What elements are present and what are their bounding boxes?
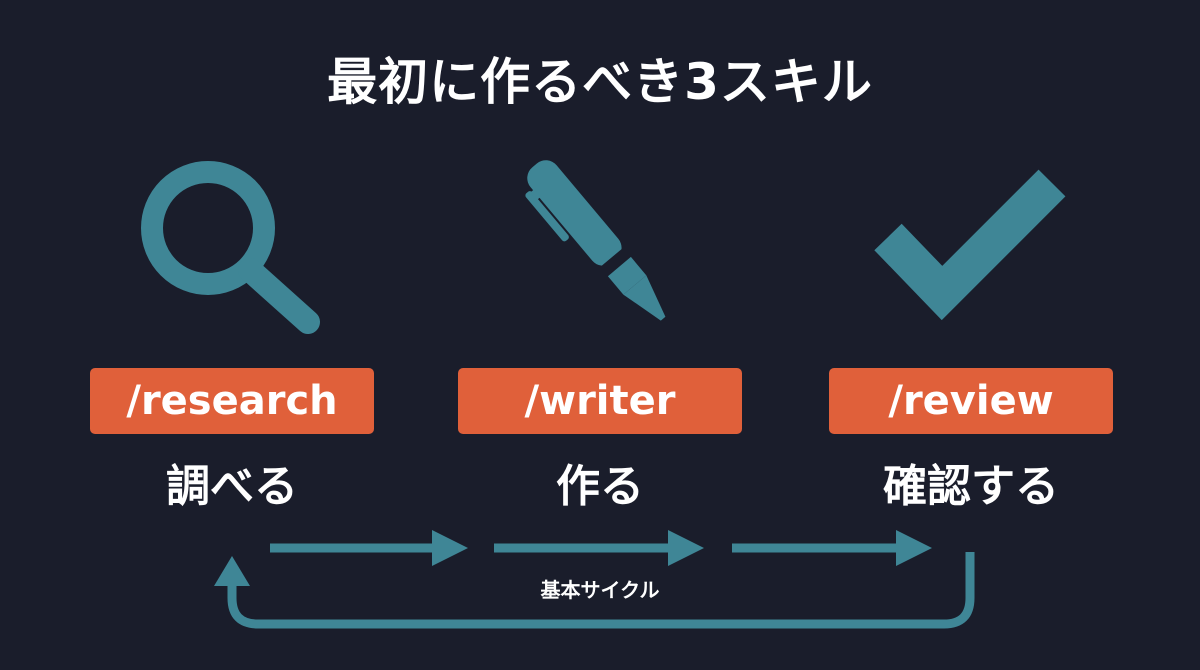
cycle-label: 基本サイクル [540, 578, 660, 602]
writer-description: 作る [556, 461, 644, 512]
flow-arrow-1 [270, 530, 468, 566]
page-title: 最初に作るべき3スキル [327, 53, 873, 111]
pen-icon [525, 160, 666, 321]
checkmark-icon [874, 169, 1066, 321]
flow-arrow-2 [494, 530, 704, 566]
review-skill-button[interactable]: /review [829, 368, 1113, 434]
cycle-return-arrow [214, 552, 975, 629]
writer-skill-button[interactable]: /writer [458, 368, 742, 434]
flow-arrow-3 [732, 530, 932, 566]
research-description: 調べる [166, 461, 298, 512]
magnifier-icon [141, 161, 320, 334]
review-description: 確認する [883, 461, 1059, 512]
research-skill-button[interactable]: /research [90, 368, 374, 434]
